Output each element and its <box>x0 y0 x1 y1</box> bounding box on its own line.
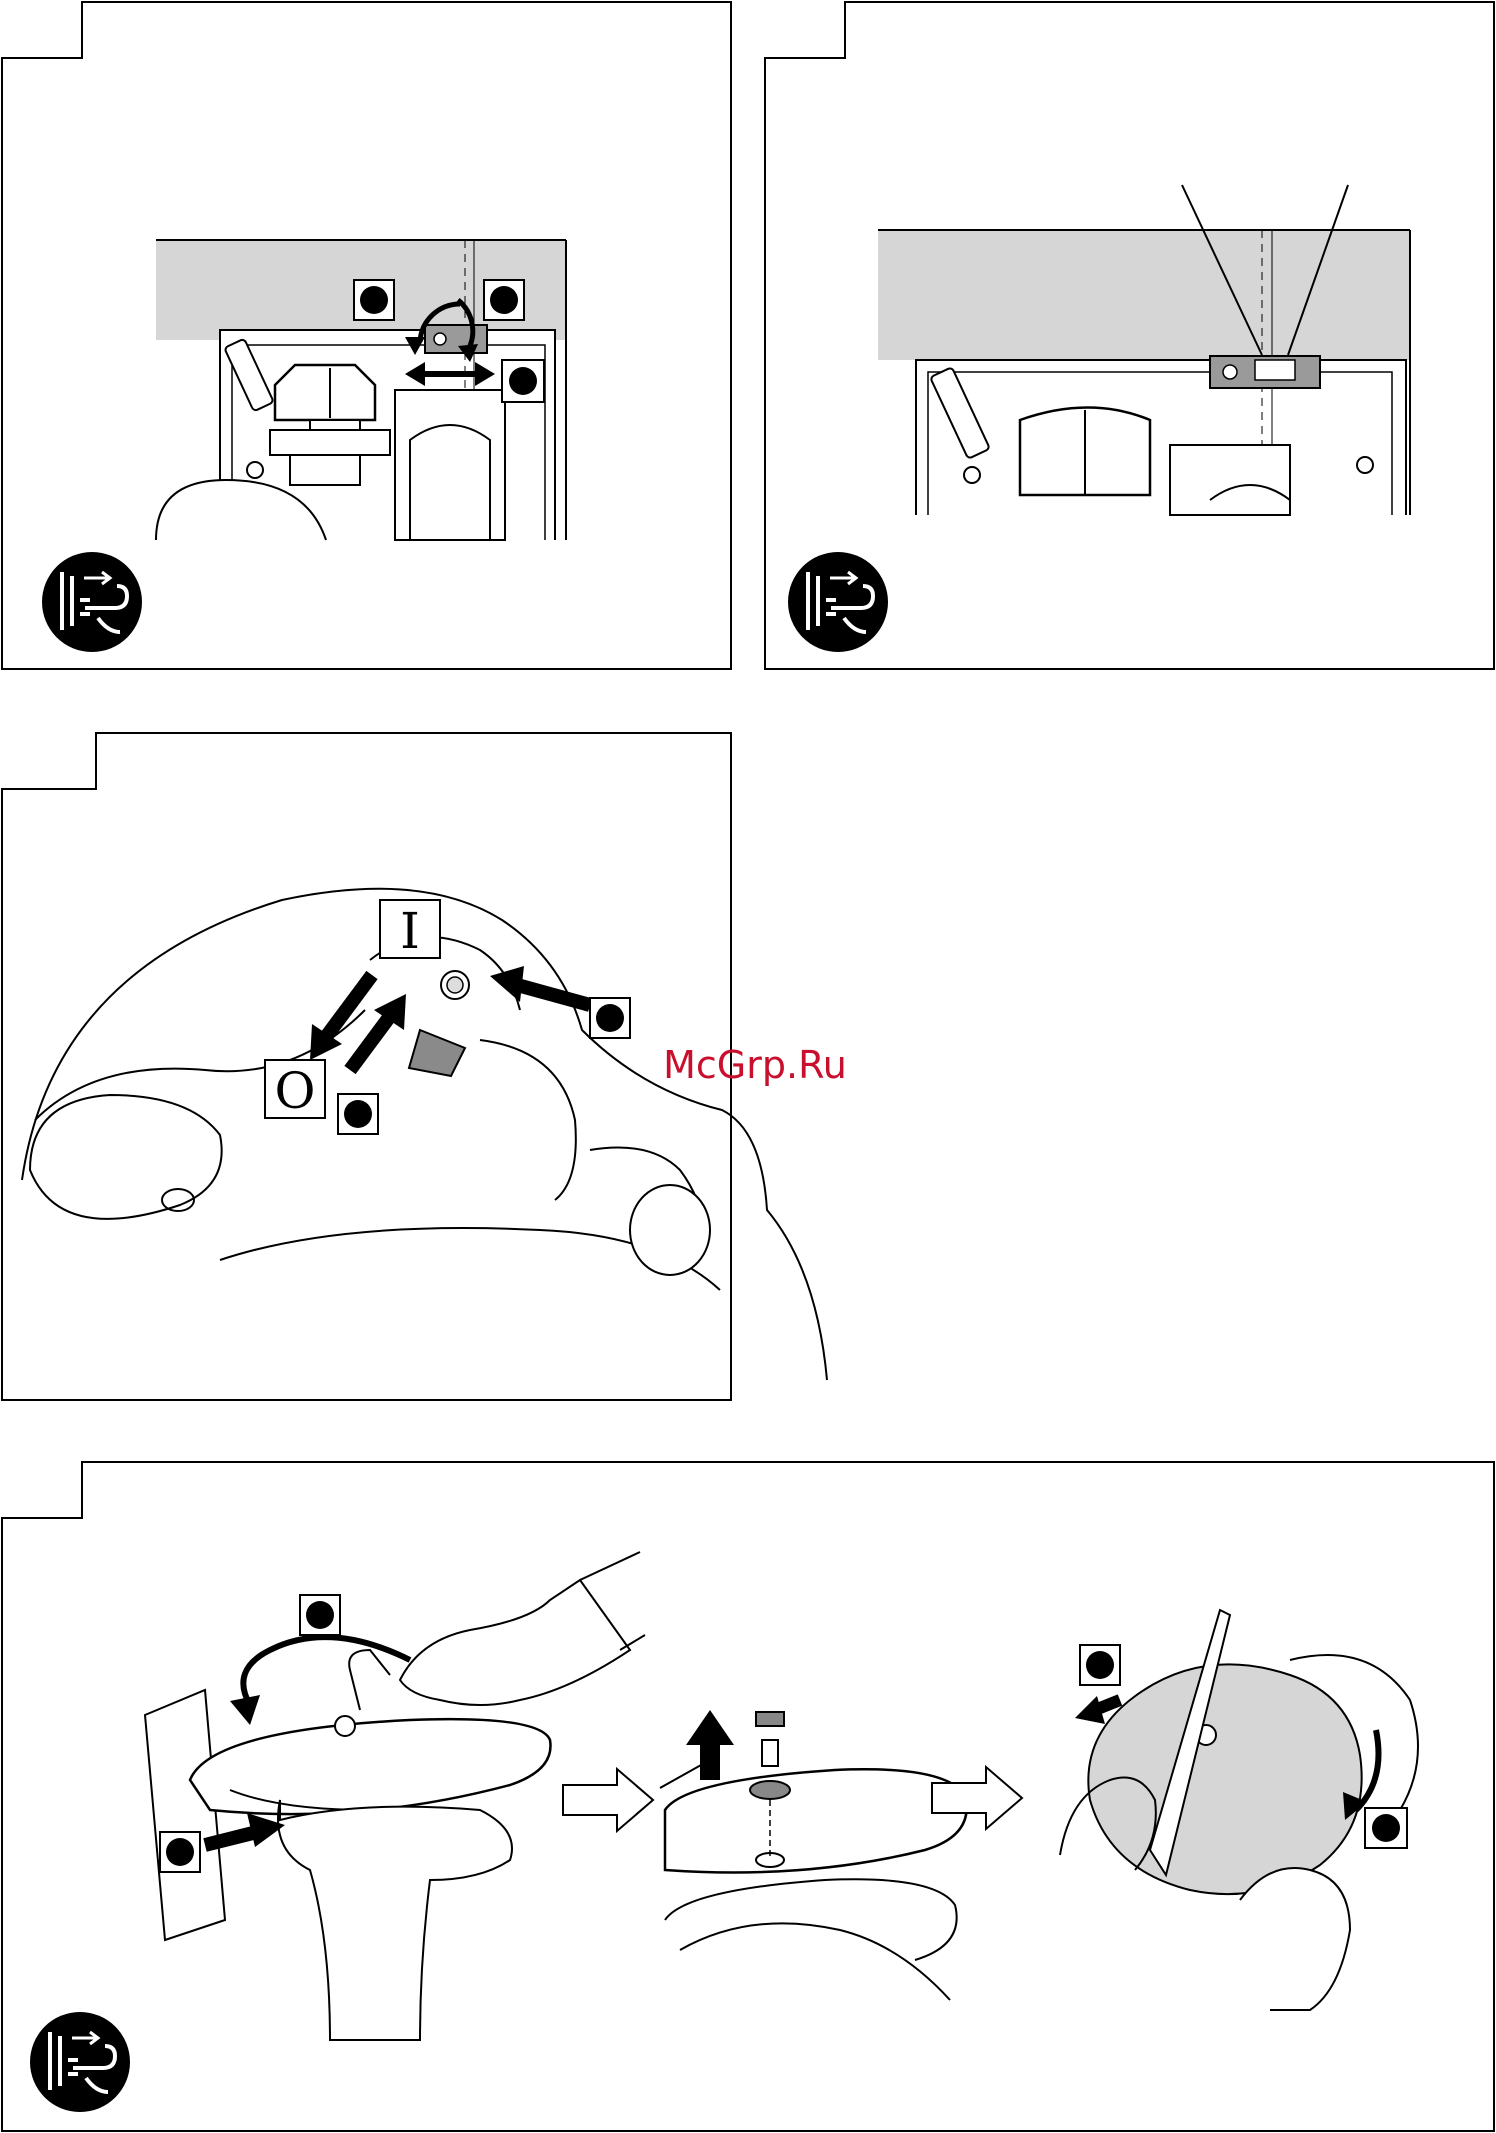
unplug-icon <box>30 2012 130 2112</box>
panel-1-blade-alignment <box>2 2 731 669</box>
panel-1-illustration <box>156 240 566 540</box>
watermark-text: McGrp.Ru <box>663 1043 847 1087</box>
panel-3-illustration: I O <box>22 889 827 1380</box>
step-3-remove-blade <box>1060 1610 1418 2010</box>
panel-2-bevel-indicator <box>765 2 1494 669</box>
step-2-remove-bolt <box>660 1710 967 2000</box>
switch-on-label: I <box>400 902 420 960</box>
panel-4-blade-removal <box>2 1462 1494 2131</box>
next-step-arrow-icon <box>563 1769 653 1831</box>
unplug-icon <box>788 552 888 652</box>
switch-off-label: O <box>275 1062 316 1120</box>
panel-2-illustration <box>878 185 1410 515</box>
unplug-icon <box>42 552 142 652</box>
